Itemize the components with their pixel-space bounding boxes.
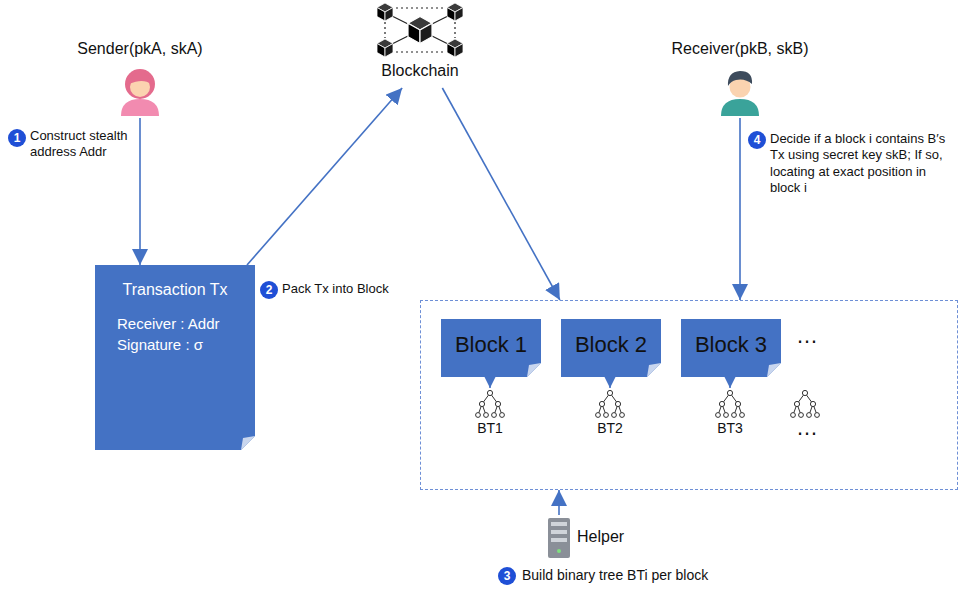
block-region: … … Block 1 Block 2 Block 3 [420,300,958,490]
helper-figure: Helper [545,515,630,559]
receiver-icon [721,71,759,116]
transaction-doc: Transaction Tx Receiver : AddrSignature :… [95,265,255,450]
step-text: Build binary tree BTi per block [522,567,708,585]
sender-figure: Sender(pkA, skA) [71,40,208,118]
node-text: Receiver(pkB, skB) [672,40,809,58]
block-box: Block 3 [681,319,781,377]
node-text: Transaction Tx [109,281,241,299]
step-text: Pack Tx into Block [282,281,432,297]
node-text: Blockchain [381,62,458,80]
node-text: Block 3 [695,332,767,358]
node-text: Sender(pkA, skA) [77,40,202,58]
block-box: Block 1 [441,319,541,377]
callout-number: 3 [498,567,516,585]
flow-arrow [558,490,560,515]
binary-tree-icons [476,390,820,417]
receiver-figure: Receiver(pkB, skB) [666,40,815,118]
callout-number: 4 [748,131,766,149]
node-text: Helper [577,515,624,559]
ellipsis-mark: … [796,415,818,441]
tree-label: BT1 [460,420,520,438]
block-box: Block 2 [561,319,661,377]
tree-label: BT3 [700,420,760,438]
server-icon [548,518,570,558]
flow-arrow [442,88,560,300]
blockchain-icon [377,3,463,57]
node-text: Receiver : Addr [117,315,241,332]
ellipsis-mark: … [796,323,818,349]
blockchain-figure: Blockchain [375,0,464,88]
flow-arrow [739,118,741,300]
node-text: Block 2 [575,332,647,358]
node-text: Block 1 [455,332,527,358]
callout-number: 1 [8,129,26,147]
step-text: Decide if a block i contains B′s Tx usin… [770,131,956,196]
flow-arrow [139,118,141,265]
node-text: Signature : σ [117,336,241,353]
sender-icon [121,69,159,116]
flow-arrow [247,88,402,265]
callout-number: 2 [260,281,278,299]
tree-label: BT2 [580,420,640,438]
step-text: Construct stealth address Addr [30,128,134,161]
tree-arrows [490,377,730,388]
